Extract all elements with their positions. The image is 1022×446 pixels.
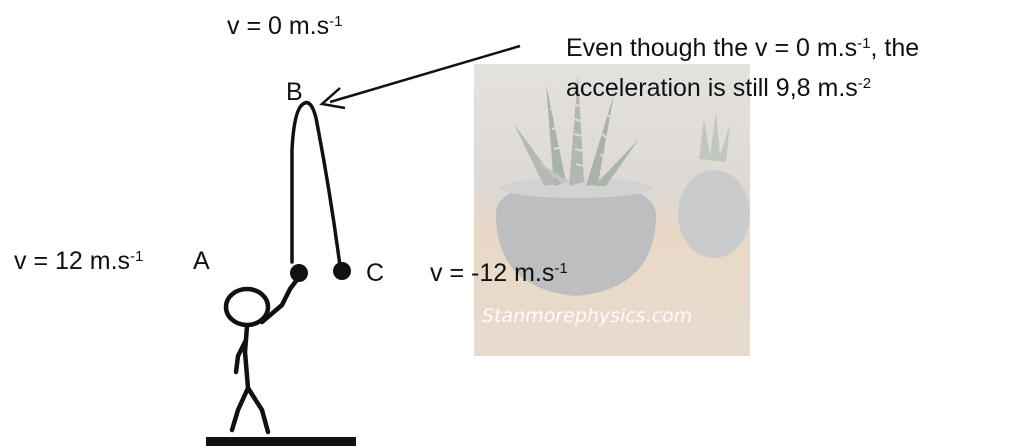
plant-pot-photo bbox=[474, 64, 750, 356]
watermark-text: Stanmorephysics.com bbox=[482, 305, 693, 327]
point-c-velocity-label: v = -12 m.s-1 bbox=[430, 259, 568, 287]
point-a-label: A bbox=[193, 247, 210, 275]
trajectory-path bbox=[290, 100, 342, 268]
annotation-line-2: acceleration is still 9,8 m.s-2 bbox=[566, 74, 872, 102]
point-a-dot bbox=[290, 264, 308, 282]
point-a-velocity-label: v = 12 m.s-1 bbox=[14, 247, 144, 275]
point-b-label: B bbox=[286, 78, 303, 106]
annotation-line-1: Even though the v = 0 m.s-1, the bbox=[566, 34, 920, 62]
ground-block bbox=[206, 437, 356, 446]
point-c-dot bbox=[333, 262, 351, 280]
annotation-arrow-line bbox=[329, 44, 521, 104]
top-velocity-label: v = 0 m.s-1 bbox=[227, 12, 343, 40]
photo-art bbox=[474, 64, 750, 356]
annotation-arrow-head bbox=[319, 87, 346, 110]
stick-figure-icon bbox=[223, 278, 299, 435]
point-c-label: C bbox=[366, 259, 385, 287]
